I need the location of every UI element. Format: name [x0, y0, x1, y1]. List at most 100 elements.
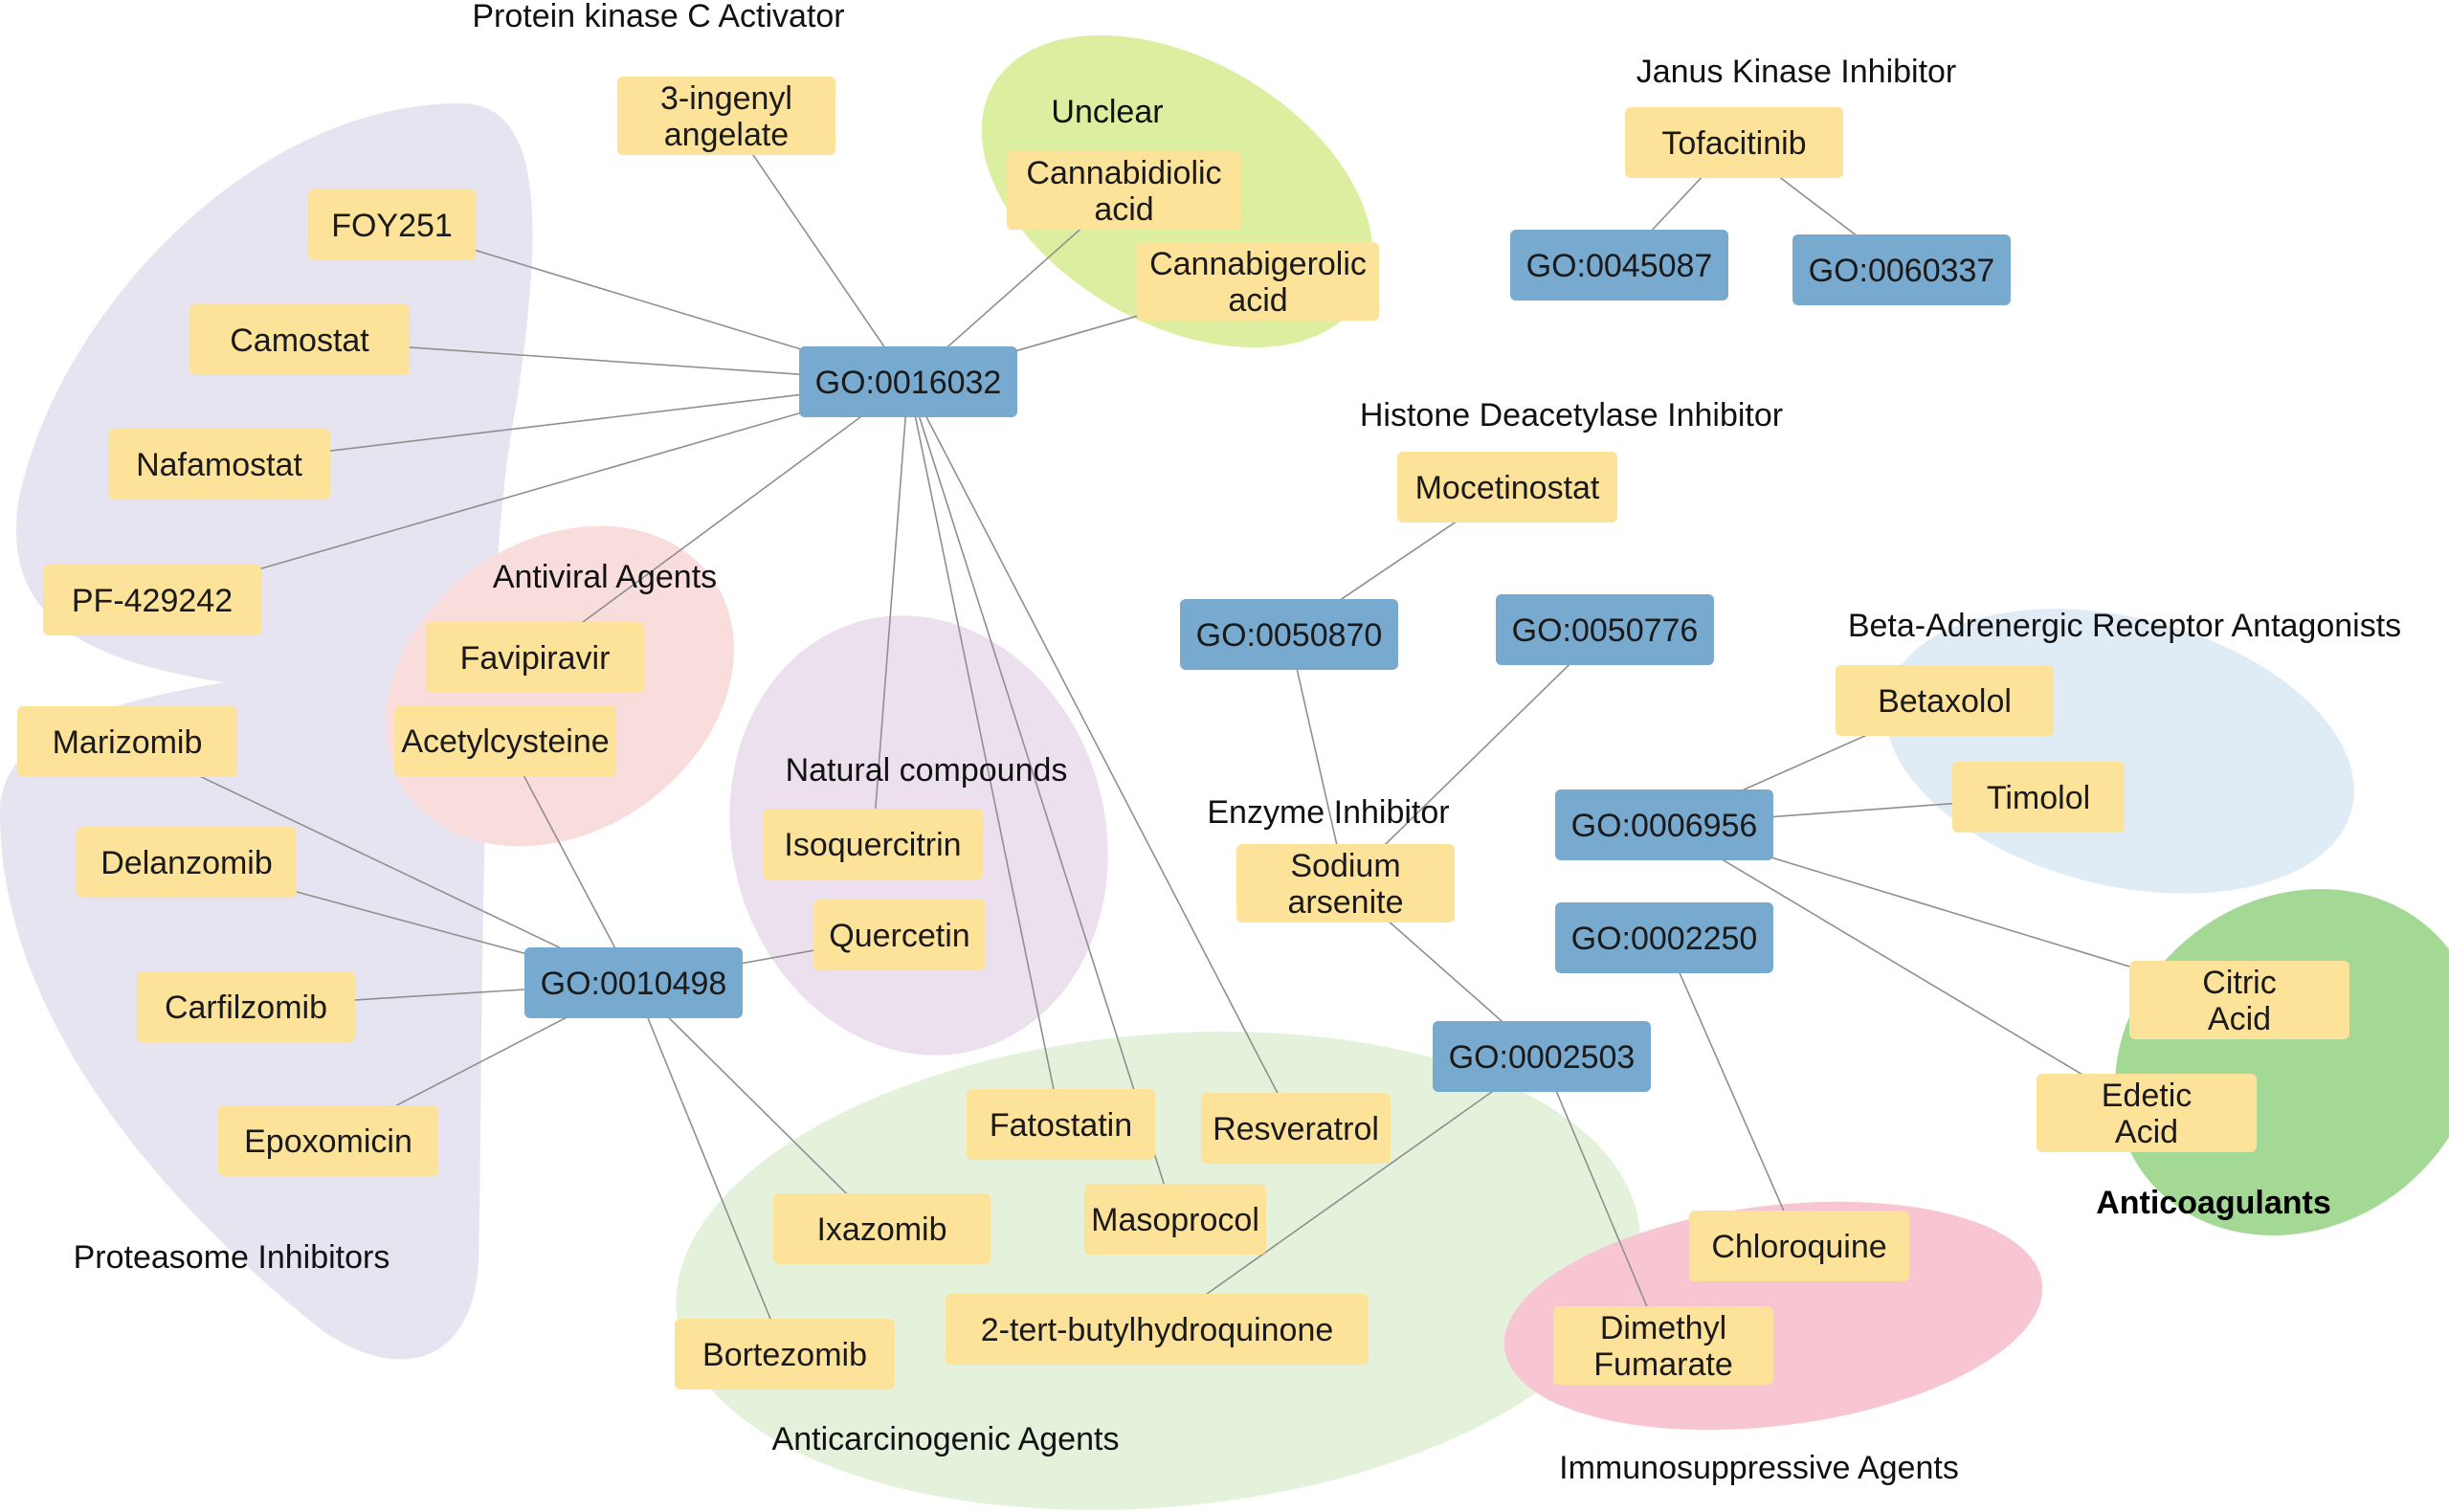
node-resveratrol[interactable]: Resveratrol — [1201, 1093, 1391, 1164]
node-chloroquine[interactable]: Chloroquine — [1689, 1211, 1909, 1281]
node-label: GO:0050870 — [1196, 617, 1383, 654]
label-protein-kinase-c-activator: Protein kinase C Activator — [472, 0, 844, 34]
node-carfilzomib[interactable]: Carfilzomib — [137, 971, 355, 1042]
node-box — [137, 971, 355, 1042]
edge-go_0016032-pf429242 — [151, 381, 909, 601]
node-label: GO:0006956 — [1571, 808, 1758, 844]
node-isoquercitrin[interactable]: Isoquercitrin — [763, 809, 983, 879]
node-label: Ixazomib — [816, 1212, 946, 1248]
edge-go_0016032-resveratrol — [907, 381, 1297, 1129]
node-delanzomib[interactable]: Delanzomib — [77, 827, 297, 898]
node-label: 3-ingenyl — [660, 80, 792, 117]
node-label: Nafamostat — [136, 447, 302, 483]
node-go-0006956[interactable]: GO:0006956 — [1555, 789, 1773, 860]
node-label: acid — [1094, 191, 1153, 228]
node-epoxomicin[interactable]: Epoxomicin — [218, 1105, 438, 1176]
node-box — [1836, 665, 2054, 736]
node-mocetinostat[interactable]: Mocetinostat — [1397, 452, 1617, 523]
label-beta-adrenergic-receptor-antagonists: Beta-Adrenergic Receptor Antagonists — [1848, 608, 2401, 644]
node-box — [1397, 452, 1617, 523]
node-quercetin[interactable]: Quercetin — [813, 900, 986, 970]
node-go-0050776[interactable]: GO:0050776 — [1496, 594, 1714, 665]
label-natural-compounds: Natural compounds — [786, 752, 1068, 789]
edge-go_0010498-ixazomib — [633, 982, 883, 1230]
node-box — [1496, 594, 1714, 665]
node-box — [946, 1294, 1369, 1365]
node-label: GO:0016032 — [815, 365, 1002, 401]
label-enzyme-inhibitor: Enzyme Inhibitor — [1207, 794, 1449, 831]
node-go-0002503[interactable]: GO:0002503 — [1433, 1021, 1651, 1092]
label-janus-kinase-inhibitor: Janus Kinase Inhibitor — [1636, 54, 1957, 90]
node-box — [17, 706, 237, 777]
node-masoprocol[interactable]: Masoprocol — [1084, 1184, 1266, 1255]
label-antiviral-agents: Antiviral Agents — [493, 559, 717, 595]
node-box — [1137, 242, 1379, 321]
node-label: Acetylcysteine — [401, 723, 609, 760]
edge-go_0002503-tbhq — [1156, 1056, 1543, 1330]
node-box — [1625, 107, 1843, 178]
edge-go_0050870-sodium_arsenite — [1288, 634, 1347, 884]
node-camostat[interactable]: Camostat — [189, 304, 410, 375]
node-favipiravir[interactable]: Favipiravir — [426, 622, 644, 693]
node-box — [1433, 1021, 1651, 1092]
node-acetylcysteine[interactable]: Acetylcysteine — [394, 705, 616, 776]
group-proteasome-inhibitors — [0, 102, 533, 1360]
node-label: Fumarate — [1593, 1346, 1733, 1383]
edge-go_0002250-chloroquine — [1663, 937, 1800, 1247]
node-go-0016032[interactable]: GO:0016032 — [799, 346, 1017, 417]
node-betaxolol[interactable]: Betaxolol — [1836, 665, 2054, 736]
node-box — [773, 1193, 991, 1264]
node-tofacitinib[interactable]: Tofacitinib — [1625, 107, 1843, 178]
node-box — [2129, 961, 2349, 1039]
node-go-0002250[interactable]: GO:0002250 — [1555, 902, 1773, 973]
node-box — [43, 565, 261, 635]
edge-go_0016032-fatostatin — [907, 381, 1062, 1125]
node-box — [2037, 1074, 2257, 1152]
node-label: Quercetin — [829, 918, 969, 954]
edge-go_0010498-acetylcysteine — [504, 740, 635, 984]
node-go-0060337[interactable]: GO:0060337 — [1792, 234, 2011, 305]
node-go-0050870[interactable]: GO:0050870 — [1180, 599, 1398, 670]
node-label: GO:0002250 — [1571, 921, 1758, 957]
node-bortezomib[interactable]: Bortezomib — [675, 1319, 895, 1390]
node-box — [799, 346, 1017, 417]
node-pf-429242[interactable]: PF-429242 — [43, 565, 261, 635]
node-box — [1553, 1306, 1773, 1385]
node-box — [1555, 902, 1773, 973]
edge-go_0010498-marizomib — [126, 741, 635, 984]
node-foy251[interactable]: FOY251 — [308, 189, 476, 260]
node-marizomib[interactable]: Marizomib — [17, 706, 237, 777]
node-2-tert-butylhydroquinone[interactable]: 2-tert-butylhydroquinone — [946, 1294, 1369, 1365]
node-label: GO:0010498 — [541, 966, 727, 1002]
node-nafamostat[interactable]: Nafamostat — [108, 429, 330, 500]
node-go-0010498[interactable]: GO:0010498 — [524, 947, 743, 1018]
node-box — [1007, 151, 1241, 230]
node-label: Masoprocol — [1091, 1202, 1259, 1238]
node-label: Betaxolol — [1878, 683, 2012, 720]
node-box — [763, 809, 983, 879]
edge-go_0016032-ingenyl — [725, 115, 909, 383]
node-timolol[interactable]: Timolol — [1952, 762, 2125, 833]
node-box — [813, 900, 986, 970]
label-immunosuppressive-agents: Immunosuppressive Agents — [1559, 1450, 1959, 1486]
node-box — [1510, 230, 1728, 300]
node-label: Acid — [2208, 1001, 2271, 1037]
node-box — [426, 622, 644, 693]
label-anticoagulants: Anticoagulants — [2096, 1185, 2331, 1221]
node-label: Delanzomib — [100, 845, 273, 881]
node-box — [524, 947, 743, 1018]
node-box — [1555, 789, 1773, 860]
node-ixazomib[interactable]: Ixazomib — [773, 1193, 991, 1264]
label-proteasome-inhibitors: Proteasome Inhibitors — [74, 1239, 390, 1276]
node-box — [308, 189, 476, 260]
node-go-0045087[interactable]: GO:0045087 — [1510, 230, 1728, 300]
node-fatostatin[interactable]: Fatostatin — [967, 1089, 1155, 1160]
node-label: GO:0002503 — [1449, 1039, 1636, 1076]
